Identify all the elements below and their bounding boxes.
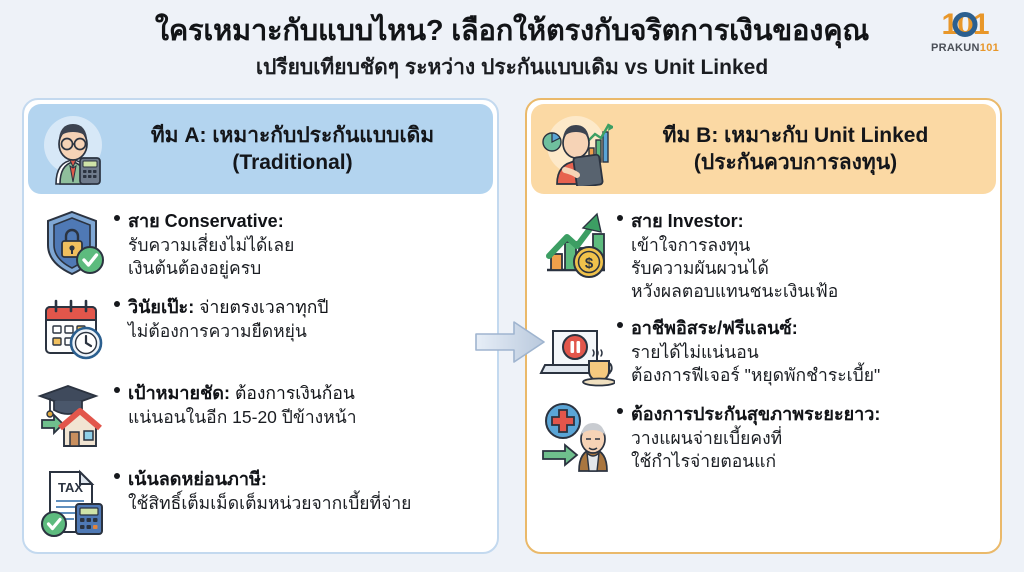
panel-a-header: ทีม A: เหมาะกับประกันแบบเดิม (Traditiona… <box>28 104 493 194</box>
list-item-body: สาย Conservative: รับความเสี่ยงไม่ได้เลย… <box>112 204 487 280</box>
list-item-title-text: วินัยเป๊ะ: <box>128 297 195 317</box>
list-item: เป้าหมายชัด: ต้องการเงินก้อน แน่นอนในอีก… <box>34 376 487 454</box>
list-item-line: หวังผลตอบแทนชนะเงินเฟ้อ <box>631 280 839 301</box>
panel-b-title-line1: ทีม B: เหมาะกับ Unit Linked <box>662 123 929 147</box>
graduation-house-icon <box>34 376 112 454</box>
comparison-panels: ทีม A: เหมาะกับประกันแบบเดิม (Traditiona… <box>0 98 1024 554</box>
brand-logo: 101 PRAKUN101 <box>922 8 1008 70</box>
list-item-line: รับความเสี่ยงไม่ได้เลย <box>128 234 295 255</box>
list-item: $ สาย Investor: เข้าใจการลงทุน รับความผั… <box>537 204 990 303</box>
list-item-title-text: เป้าหมายชัด: <box>128 383 230 403</box>
panel-a-item-list: สาย Conservative: รับความเสี่ยงไม่ได้เลย… <box>24 198 497 540</box>
list-item-lead: จ่ายตรงเวลาทุกปี <box>199 297 329 317</box>
list-item-line: รับความผันผวนได้ <box>631 257 769 278</box>
panel-b-title-line2: (ประกันควบการลงทุน) <box>693 151 898 174</box>
svg-text:TAX: TAX <box>58 480 83 495</box>
list-item-title: ต้องการประกันสุขภาพระยะยาว: <box>631 404 881 425</box>
list-item: วินัยเป๊ะ: จ่ายตรงเวลาทุกปี ไม่ต้องการคว… <box>34 290 487 368</box>
list-item-title: สาย Conservative: <box>128 211 284 231</box>
list-item-title: สาย Investor: <box>631 211 744 231</box>
page-header: ใครเหมาะกับแบบไหน? เลือกให้ตรงกับจริตการ… <box>0 0 1024 98</box>
page-title: ใครเหมาะกับแบบไหน? เลือกให้ตรงกับจริตการ… <box>154 15 870 47</box>
panel-b-title: ทีม B: เหมาะกับ Unit Linked (ประกันควบกา… <box>613 122 984 177</box>
list-item: ต้องการประกันสุขภาพระยะยาว: วางแผนจ่ายเบ… <box>537 397 990 475</box>
logo-mark-101: 101 <box>922 8 1008 42</box>
list-item-body: อาชีพอิสระ/ฟรีแลนซ์: รายได้ไม่แน่นอน ต้อ… <box>615 311 990 387</box>
tax-document-calculator-icon: TAX <box>34 462 112 540</box>
svg-text:$: $ <box>585 255 594 272</box>
list-item-body: วินัยเป๊ะ: จ่ายตรงเวลาทุกปี ไม่ต้องการคว… <box>112 290 487 343</box>
panel-team-b: ทีม B: เหมาะกับ Unit Linked (ประกันควบกา… <box>525 98 1002 554</box>
list-item-title: เป้าหมายชัด: ต้องการเงินก้อน <box>128 382 487 406</box>
list-item-line: แน่นอนในอีก 15-20 ปีข้างหน้า <box>128 406 357 427</box>
growth-chart-coin-icon: $ <box>537 204 615 282</box>
shield-lock-check-icon <box>34 204 112 282</box>
man-with-calculator-icon <box>36 112 110 186</box>
list-item: สาย Conservative: รับความเสี่ยงไม่ได้เลย… <box>34 204 487 282</box>
health-cross-elderly-icon <box>537 397 615 475</box>
laptop-pause-coffee-icon <box>537 311 616 389</box>
panel-b-header: ทีม B: เหมาะกับ Unit Linked (ประกันควบกา… <box>531 104 996 194</box>
list-item: TAX <box>34 462 487 540</box>
list-item-body: เป้าหมายชัด: ต้องการเงินก้อน แน่นอนในอีก… <box>112 376 487 429</box>
logo-wordmark-main: PRAKUN <box>930 42 980 54</box>
list-item-line: ไม่ต้องการความยืดหยุ่น <box>128 320 307 341</box>
list-item-line: รายได้ไม่แน่นอน <box>631 341 759 362</box>
list-item-title: อาชีพอิสระ/ฟรีแลนซ์: <box>631 318 798 339</box>
calendar-clock-icon <box>34 290 112 368</box>
logo-wordmark: PRAKUN101 <box>922 42 1008 54</box>
list-item-body: เน้นลดหย่อนภาษี: ใช้สิทธิ์เต็มเม็ดเต็มหน… <box>112 462 487 515</box>
list-item-body: สาย Investor: เข้าใจการลงทุน รับความผันผ… <box>615 204 990 303</box>
list-item-line: วางแผนจ่ายเบี้ยคงที่ <box>631 427 783 448</box>
panel-team-a: ทีม A: เหมาะกับประกันแบบเดิม (Traditiona… <box>22 98 499 554</box>
panel-b-item-list: $ สาย Investor: เข้าใจการลงทุน รับความผั… <box>527 198 1000 475</box>
list-item-body: ต้องการประกันสุขภาพระยะยาว: วางแผนจ่ายเบ… <box>615 397 990 473</box>
panel-a-title-line2: (Traditional) <box>232 151 353 174</box>
logo-ring-icon <box>952 12 978 37</box>
list-item-line: เข้าใจการลงทุน <box>631 234 751 255</box>
list-item-line: ใช้กำไรจ่ายตอนแก่ <box>631 450 777 471</box>
right-arrow-icon <box>474 316 546 368</box>
list-item-line: ใช้สิทธิ์เต็มเม็ดเต็มหน่วยจากเบี้ยที่จ่า… <box>128 492 412 513</box>
panel-a-title: ทีม A: เหมาะกับประกันแบบเดิม (Traditiona… <box>110 122 481 177</box>
logo-wordmark-accent: 101 <box>979 42 1000 54</box>
panel-a-title-line1: ทีม A: เหมาะกับประกันแบบเดิม <box>150 123 435 147</box>
list-item-title: เน้นลดหย่อนภาษี: <box>128 469 267 489</box>
list-item-line: เงินต้นต้องอยู่ครบ <box>128 257 262 278</box>
list-item-line: ต้องการฟีเจอร์ "หยุดพักชำระเบี้ย" <box>631 364 881 385</box>
list-item-title: วินัยเป๊ะ: จ่ายตรงเวลาทุกปี <box>128 296 487 320</box>
man-with-tablet-chart-icon <box>539 112 615 189</box>
list-item-lead: ต้องการเงินก้อน <box>235 383 355 403</box>
list-item: อาชีพอิสระ/ฟรีแลนซ์: รายได้ไม่แน่นอน ต้อ… <box>537 311 990 389</box>
page-subtitle: เปรียบเทียบชัดๆ ระหว่าง ประกันแบบเดิม vs… <box>255 56 769 80</box>
